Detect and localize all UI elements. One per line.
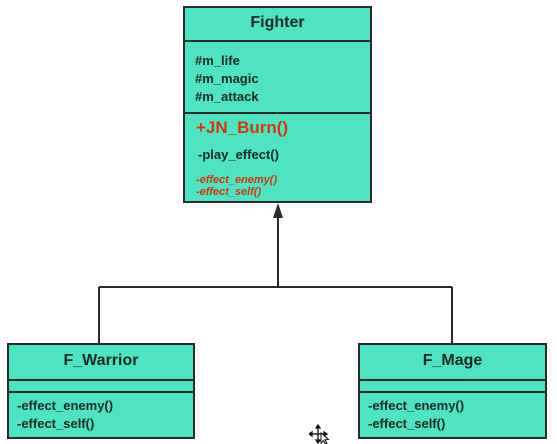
move-cursor-icon — [309, 424, 330, 444]
method-jn-burn: +JN_Burn() — [196, 118, 289, 137]
method-effect-enemy-abstract: -effect_enemy() — [196, 174, 278, 186]
class-fighter-name: Fighter — [250, 14, 305, 31]
class-mage-name: F_Mage — [422, 352, 483, 369]
class-fighter: Fighter #m_life #m_magic #m_attack +JN_B… — [183, 6, 372, 203]
class-warrior-methods: -effect_enemy() -effect_self() — [9, 391, 193, 433]
class-warrior-name: F_Warrior — [63, 352, 139, 369]
class-fighter-name-section: Fighter — [185, 8, 370, 40]
class-mage-name-section: F_Mage — [360, 345, 545, 379]
attribute-magic: #m_magic — [195, 71, 259, 86]
mage-method-effect-self: -effect_self() — [368, 416, 446, 431]
warrior-method-effect-self: -effect_self() — [17, 416, 95, 431]
class-warrior-name-section: F_Warrior — [9, 345, 193, 379]
class-fighter-methods: +JN_Burn() -play_effect() -effect_enemy(… — [185, 112, 370, 198]
inheritance-arrowhead — [273, 203, 283, 218]
attribute-attack: #m_attack — [195, 89, 259, 104]
class-warrior: F_Warrior -effect_enemy() -effect_self() — [7, 343, 195, 439]
class-fighter-attributes: #m_life #m_magic #m_attack — [185, 40, 370, 112]
method-effect-self-abstract: -effect_self() — [196, 186, 262, 198]
class-warrior-attributes — [9, 379, 193, 391]
class-mage-methods: -effect_enemy() -effect_self() — [360, 391, 545, 433]
mage-method-effect-enemy: -effect_enemy() — [368, 398, 465, 413]
attribute-life: #m_life — [195, 53, 240, 68]
warrior-method-effect-enemy: -effect_enemy() — [17, 398, 114, 413]
class-mage-attributes — [360, 379, 545, 391]
class-mage: F_Mage -effect_enemy() -effect_self() — [358, 343, 547, 439]
method-play-effect: -play_effect() — [198, 147, 279, 162]
